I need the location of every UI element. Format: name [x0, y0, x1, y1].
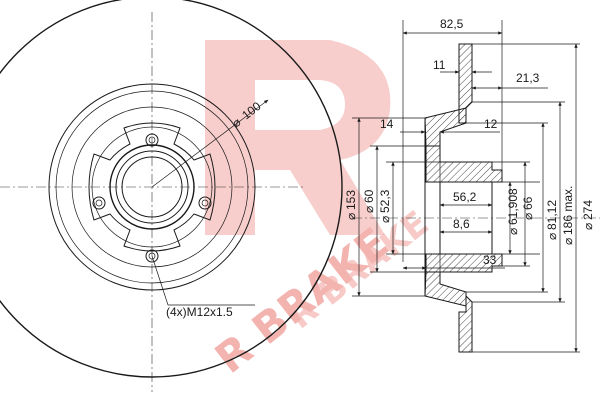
bolt-hole-top-core — [148, 136, 156, 144]
bolt-hole-bottom-core — [148, 252, 156, 260]
dim-d274-value: 274 — [581, 200, 595, 220]
friction-ring-inner-edge — [48, 83, 256, 291]
dim-depth-8-6: 8,6 — [453, 217, 470, 231]
section-view: 82,5 11 21,3 14 12 56,2 8,6 33 ⌀ 153 ⌀ 6… — [344, 17, 600, 353]
hat-lower — [424, 271, 467, 307]
disc-outer-edge — [0, 0, 343, 378]
horizontal-dimensions — [400, 31, 548, 270]
dim-d274: ⌀ 274 — [581, 200, 595, 230]
dim-d186-value: 186 max. — [561, 186, 575, 235]
dim-d153-value: 153 — [344, 190, 358, 210]
hub-outer-edge — [71, 106, 233, 268]
dim-overall-width: 82,5 — [440, 17, 464, 31]
dim-d52-3-symbol: ⌀ — [378, 216, 392, 223]
dim-d61-908: ⌀ 61,908 — [506, 188, 520, 235]
hub-lugs — [88, 122, 216, 252]
dim-hat-14: 14 — [380, 117, 394, 131]
bolt-hole-bottom — [145, 249, 159, 263]
dim-d66: ⌀ 66 — [521, 196, 535, 220]
dim-d153: ⌀ 153 — [344, 190, 358, 220]
bearing-outer-ring — [109, 144, 195, 230]
bearing-race — [115, 150, 189, 224]
dim-d61-908-symbol: ⌀ — [506, 228, 520, 235]
watermark-logo — [205, 40, 391, 235]
hat-outer-edge — [55, 90, 249, 284]
dim-d52-3: ⌀ 52,3 — [378, 189, 392, 223]
dim-d52-3-value: 52,3 — [378, 189, 392, 213]
dim-flange-11: 11 — [433, 58, 446, 72]
bolt-hole-right-core — [201, 199, 209, 207]
dim-d186-symbol: ⌀ — [561, 238, 575, 245]
bolt-thread-label: (4x)M12x1.5 — [166, 305, 233, 319]
dim-d186: ⌀ 186 max. — [561, 186, 575, 245]
hub-upper — [425, 145, 503, 183]
dim-hat-12: 12 — [484, 117, 498, 131]
dim-d66-value: 66 — [521, 196, 535, 210]
dim-d66-symbol: ⌀ — [521, 213, 535, 220]
dim-d60-symbol: ⌀ — [362, 206, 376, 213]
vertical-dimensions — [357, 43, 578, 353]
dim-d60: ⌀ 60 — [362, 189, 376, 213]
bearing-inner-ring — [121, 156, 183, 218]
dim-bore-56-2: 56,2 — [453, 190, 477, 204]
dim-d81-12-symbol: ⌀ — [545, 233, 559, 240]
bolt-hole-left-core — [95, 199, 103, 207]
hub-face — [91, 126, 213, 248]
bolt-hole-left — [92, 196, 106, 210]
dim-height-33: 33 — [483, 253, 497, 267]
bolt-leader — [151, 255, 169, 306]
dim-d153-symbol: ⌀ — [344, 213, 358, 220]
bolt-hole-right — [198, 196, 212, 210]
pcd-leader — [151, 99, 269, 188]
dim-d274-symbol: ⌀ — [581, 223, 595, 230]
dim-d81-12: ⌀ 81,12 — [545, 200, 559, 240]
watermark: R BRAKE R BRAKE — [205, 40, 436, 383]
extension-lines — [352, 20, 580, 353]
dim-d61-908-value: 61,908 — [506, 188, 520, 225]
dim-offset-21-3: 21,3 — [516, 71, 540, 85]
dim-d81-12-value: 81,12 — [545, 200, 559, 230]
dim-d60-value: 60 — [362, 189, 376, 203]
bolt-hole-top — [145, 133, 159, 147]
hat-upper — [424, 107, 467, 147]
bolt-holes — [92, 133, 212, 263]
